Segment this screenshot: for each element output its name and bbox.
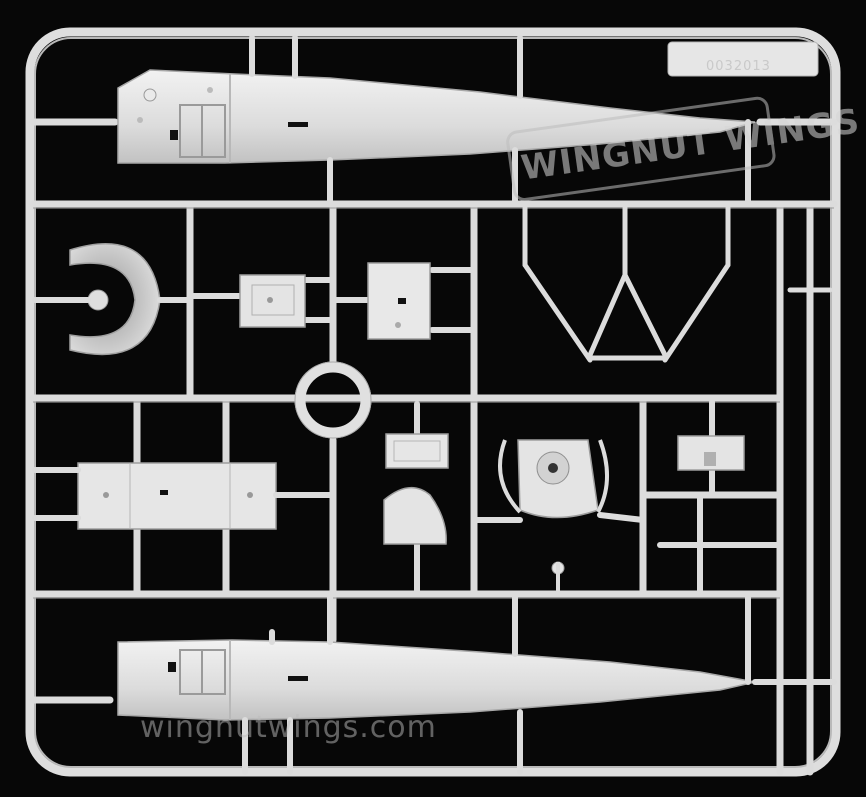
row3-gates bbox=[32, 399, 783, 597]
part-number-label: 0032013 bbox=[706, 59, 771, 74]
quarter-panel-part bbox=[383, 486, 447, 545]
ring-part bbox=[294, 361, 372, 439]
cockpit-floor-part bbox=[77, 462, 277, 530]
fuselage-half-top bbox=[117, 69, 756, 164]
fuselage-half-bottom bbox=[117, 639, 756, 721]
tiny-fitting-part bbox=[551, 561, 565, 594]
firewall-part bbox=[498, 439, 610, 519]
bottom-gates bbox=[242, 591, 837, 775]
engine-cowl-part bbox=[69, 243, 161, 356]
bulkhead-part bbox=[239, 274, 306, 328]
small-panel-part bbox=[385, 433, 449, 469]
runner-shadows bbox=[33, 207, 834, 599]
website-watermark: wingnutwings.com bbox=[140, 710, 437, 745]
row2-gates bbox=[32, 267, 477, 333]
cabane-struts-part bbox=[522, 205, 833, 363]
sprue-frame bbox=[25, 27, 841, 777]
seat-back-part bbox=[367, 262, 431, 340]
part-number-tab: 0032013 bbox=[667, 41, 819, 77]
box-part bbox=[677, 435, 745, 471]
